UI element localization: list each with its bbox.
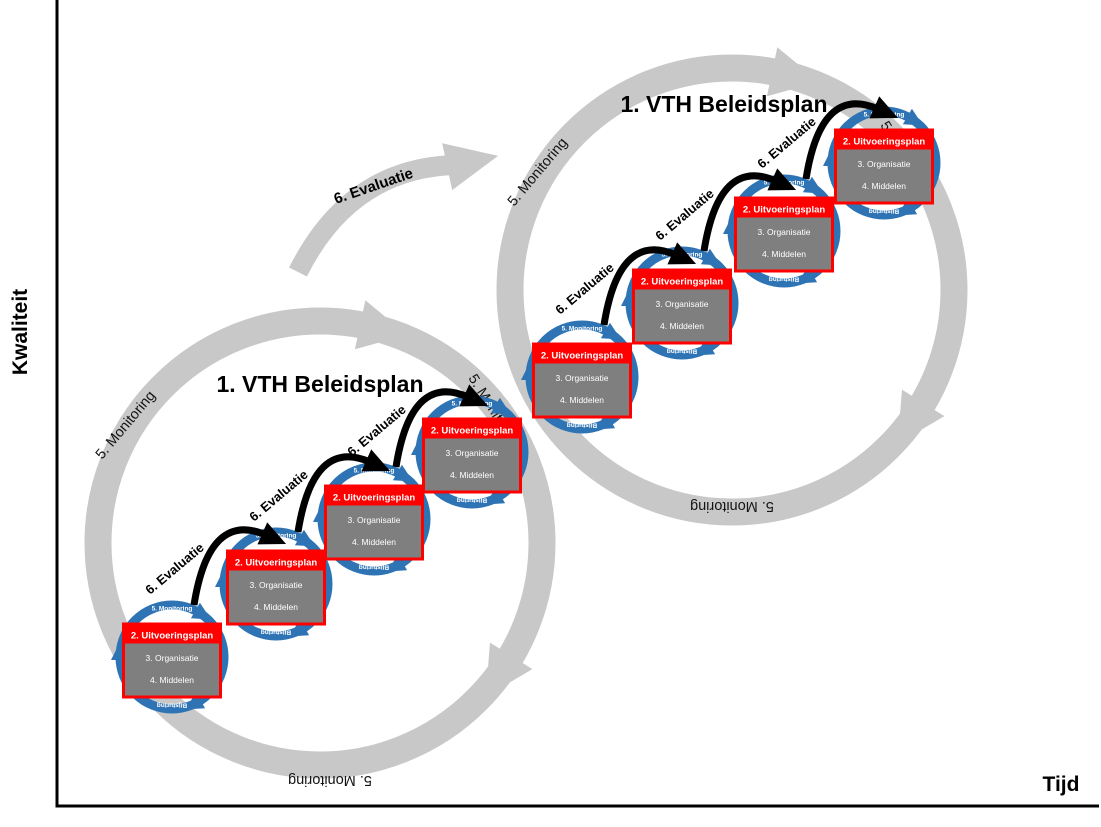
uitvoering-cycle-7-box <box>734 196 834 273</box>
uitvoering-cycle-7 <box>723 177 836 292</box>
y-axis-label: Kwaliteit <box>9 289 32 375</box>
uitvoering-cycle-1-box <box>122 622 222 699</box>
monitoring-label-bottom: 5. Monitoring <box>288 772 372 788</box>
uitvoering-cycle-8-box <box>834 128 934 205</box>
uitvoering-cycle-3 <box>313 465 426 580</box>
policy-cycle-1: 1. VTH Beleidsplan 5. Monitoring 5. Moni… <box>93 300 542 788</box>
uitvoering-cycle-4-box <box>422 417 522 494</box>
transition-arrow-arc <box>289 155 456 277</box>
monitoring-label-bottom: 5. Monitoring <box>690 498 774 514</box>
uitvoering-cycle-2 <box>215 530 328 645</box>
uitvoering-cycle-2-box <box>226 549 326 626</box>
uitvoering-cycle-3-box <box>324 484 424 561</box>
uitvoering-cycle-4 <box>411 398 524 513</box>
policy-cycle-2-title: 1. VTH Beleidsplan <box>620 91 827 117</box>
uitvoering-cycle-5-box <box>532 342 632 419</box>
evaluatie-transition-arrow: 6. Evaluatie <box>289 143 499 277</box>
policy-cycle-1-title: 1. VTH Beleidsplan <box>216 371 423 397</box>
uitvoering-cycle-6 <box>621 249 734 364</box>
x-axis-label: Tijd <box>1043 773 1080 796</box>
transition-arrow-label: 6. Evaluatie <box>332 165 416 208</box>
uitvoering-cycle-6-box <box>632 268 732 345</box>
transition-arrowhead-icon <box>442 143 499 191</box>
